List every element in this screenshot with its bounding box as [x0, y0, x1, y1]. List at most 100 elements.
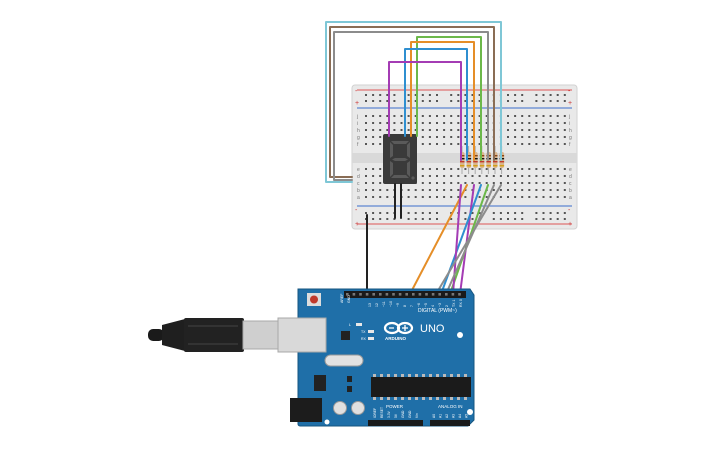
breadboard-hole[interactable] [471, 136, 474, 138]
breadboard-hole[interactable] [436, 175, 438, 177]
breadboard-hole[interactable] [535, 115, 538, 117]
breadboard-hole[interactable] [379, 189, 382, 191]
breadboard-rail-hole[interactable] [421, 100, 424, 102]
breadboard-hole[interactable] [485, 175, 488, 177]
header-pin[interactable] [352, 293, 356, 296]
breadboard-hole[interactable] [556, 189, 559, 191]
breadboard-rail-hole[interactable] [421, 212, 424, 214]
breadboard-rail-hole[interactable] [556, 212, 559, 214]
breadboard-rail-hole[interactable] [542, 94, 545, 96]
breadboard-hole[interactable] [514, 122, 517, 124]
header-pin[interactable] [359, 293, 362, 296]
breadboard-hole[interactable] [542, 168, 545, 170]
breadboard-rail-hole[interactable] [514, 94, 517, 96]
breadboard-rail-hole[interactable] [365, 212, 367, 214]
breadboard-hole[interactable] [464, 168, 467, 170]
digital-header[interactable] [344, 291, 466, 298]
wire-lightblue[interactable] [325, 21, 502, 183]
breadboard-hole[interactable] [507, 189, 509, 191]
breadboard-hole[interactable] [507, 182, 509, 184]
breadboard-rail-hole[interactable] [492, 212, 495, 214]
breadboard-rail-hole[interactable] [478, 212, 481, 214]
breadboard-hole[interactable] [556, 168, 559, 170]
breadboard-hole[interactable] [528, 196, 531, 198]
breadboard-hole[interactable] [365, 182, 367, 184]
breadboard-hole[interactable] [535, 122, 538, 124]
breadboard-hole[interactable] [372, 182, 375, 184]
breadboard-hole[interactable] [443, 122, 446, 124]
breadboard-rail-hole[interactable] [514, 218, 517, 220]
breadboard-hole[interactable] [471, 175, 474, 177]
breadboard-hole[interactable] [365, 136, 367, 138]
breadboard-hole[interactable] [521, 168, 524, 170]
breadboard-rail-hole[interactable] [535, 94, 538, 96]
breadboard-hole[interactable] [457, 182, 460, 184]
breadboard-rail-hole[interactable] [379, 218, 382, 220]
breadboard-rail-hole[interactable] [393, 218, 396, 220]
reset-button-cap[interactable] [310, 295, 318, 304]
breadboard-hole[interactable] [457, 175, 460, 177]
breadboard-rail-hole[interactable] [436, 212, 438, 214]
breadboard-hole[interactable] [535, 168, 538, 170]
breadboard-rail-hole[interactable] [549, 100, 552, 102]
breadboard-hole[interactable] [549, 143, 552, 145]
breadboard-hole[interactable] [563, 122, 566, 124]
breadboard-hole[interactable] [528, 182, 531, 184]
breadboard-hole[interactable] [478, 129, 481, 131]
breadboard-hole[interactable] [521, 115, 524, 117]
breadboard-hole[interactable] [542, 122, 545, 124]
breadboard-hole[interactable] [443, 182, 446, 184]
header-pin[interactable] [405, 293, 408, 296]
breadboard-hole[interactable] [372, 143, 375, 145]
breadboard-hole[interactable] [386, 189, 389, 191]
breadboard-hole[interactable] [372, 189, 375, 191]
header-pin[interactable] [365, 293, 369, 296]
breadboard-rail-hole[interactable] [499, 218, 502, 220]
breadboard-hole[interactable] [450, 115, 453, 117]
breadboard-rail-hole[interactable] [542, 212, 545, 214]
power-header[interactable] [368, 420, 423, 426]
breadboard-hole[interactable] [507, 129, 509, 131]
breadboard-hole[interactable] [507, 143, 509, 145]
wire-orange[interactable] [409, 184, 468, 295]
breadboard-rail-hole[interactable] [514, 100, 517, 102]
breadboard-hole[interactable] [464, 115, 467, 117]
breadboard-hole[interactable] [372, 115, 375, 117]
header-pin[interactable] [372, 293, 375, 296]
wire-green[interactable] [416, 36, 482, 161]
breadboard-hole[interactable] [471, 129, 474, 131]
breadboard-hole[interactable] [485, 122, 488, 124]
breadboard-hole[interactable] [521, 175, 524, 177]
breadboard-hole[interactable] [436, 182, 438, 184]
breadboard-hole[interactable] [499, 182, 502, 184]
breadboard-hole[interactable] [428, 168, 431, 170]
breadboard-hole[interactable] [521, 196, 524, 198]
breadboard-hole[interactable] [365, 196, 367, 198]
breadboard-rail-hole[interactable] [407, 100, 410, 102]
breadboard-hole[interactable] [528, 122, 531, 124]
breadboard-hole[interactable] [428, 122, 431, 124]
breadboard-rail-hole[interactable] [464, 218, 467, 220]
breadboard-rail-hole[interactable] [421, 218, 424, 220]
breadboard-hole[interactable] [428, 136, 431, 138]
breadboard-rail-hole[interactable] [521, 212, 524, 214]
breadboard-rail-hole[interactable] [464, 212, 467, 214]
breadboard-rail-hole[interactable] [414, 212, 417, 214]
header-pin[interactable] [425, 293, 428, 296]
breadboard-hole[interactable] [549, 189, 552, 191]
breadboard-hole[interactable] [492, 189, 495, 191]
breadboard-hole[interactable] [421, 129, 424, 131]
breadboard-hole[interactable] [563, 168, 566, 170]
breadboard-hole[interactable] [450, 143, 453, 145]
breadboard-rail-hole[interactable] [436, 100, 438, 102]
breadboard-hole[interactable] [428, 196, 431, 198]
breadboard-hole[interactable] [528, 168, 531, 170]
breadboard-rail-hole[interactable] [535, 218, 538, 220]
breadboard-hole[interactable] [450, 196, 453, 198]
breadboard-hole[interactable] [478, 175, 481, 177]
analog-header[interactable] [430, 420, 470, 426]
breadboard-hole[interactable] [379, 129, 382, 131]
